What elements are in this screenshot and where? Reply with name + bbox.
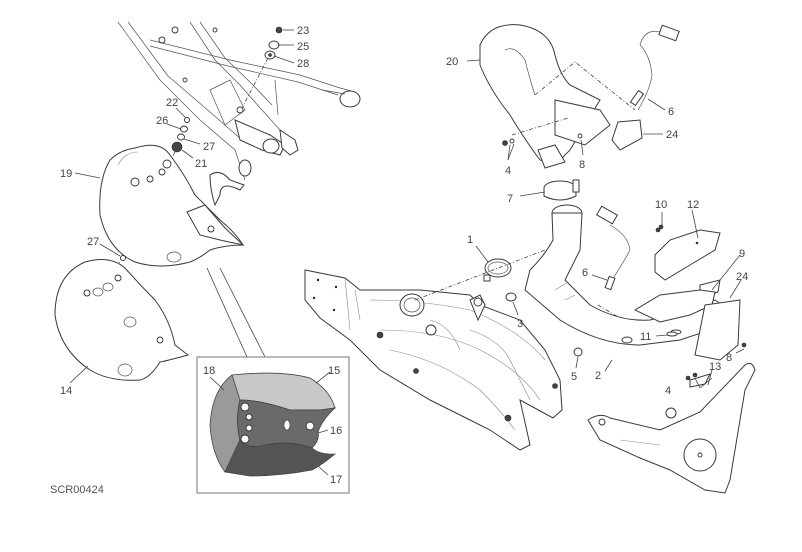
callout-20: 20 bbox=[446, 56, 458, 68]
callout-19: 19 bbox=[60, 168, 72, 180]
callout-27-upper: 27 bbox=[203, 141, 215, 153]
leader-lines bbox=[69, 29, 745, 476]
callout-6-lower: 6 bbox=[582, 267, 588, 279]
callout-12: 12 bbox=[687, 199, 699, 211]
gasket-24-upper bbox=[611, 119, 643, 151]
callout-4-lower: 4 bbox=[665, 385, 671, 397]
callout-8-upper: 8 bbox=[579, 159, 585, 171]
callout-1: 1 bbox=[467, 234, 473, 246]
muffler bbox=[304, 269, 563, 451]
callout-3: 3 bbox=[517, 318, 523, 330]
rubber-grommet-5 bbox=[573, 347, 583, 357]
callout-5: 5 bbox=[571, 371, 577, 383]
callout-2: 2 bbox=[595, 370, 601, 382]
callout-6-upper: 6 bbox=[668, 106, 674, 118]
clamp-1 bbox=[414, 249, 546, 301]
rubber-grommet-3 bbox=[505, 292, 517, 302]
lambda-sensor-upper bbox=[629, 24, 680, 111]
heat-guard-9 bbox=[633, 289, 716, 323]
callout-13: 13 bbox=[709, 361, 721, 373]
heat-guard-12 bbox=[654, 227, 721, 281]
callouts: 23 25 28 22 26 27 21 19 27 14 18 15 16 1… bbox=[60, 25, 748, 486]
callout-18: 18 bbox=[203, 365, 215, 377]
callout-8-lower: 8 bbox=[726, 352, 732, 364]
callout-28: 28 bbox=[297, 58, 309, 70]
washer-11 bbox=[666, 331, 678, 337]
inset-detail bbox=[196, 267, 350, 494]
callout-11: 11 bbox=[640, 331, 651, 343]
callout-25: 25 bbox=[297, 41, 309, 53]
exhaust-pipe-20 bbox=[479, 24, 636, 169]
rear-subframe bbox=[117, 21, 361, 181]
callout-23: 23 bbox=[297, 25, 309, 37]
callout-9: 9 bbox=[739, 248, 745, 260]
callout-26: 26 bbox=[156, 115, 168, 127]
callout-4-upper: 4 bbox=[505, 165, 511, 177]
callout-14: 14 bbox=[60, 385, 72, 397]
callout-7: 7 bbox=[507, 193, 513, 205]
bolt-10 bbox=[658, 224, 664, 230]
callout-21: 21 bbox=[195, 158, 207, 170]
bolt-4-upper bbox=[502, 140, 508, 146]
callout-17: 17 bbox=[330, 474, 342, 486]
heat-shield-upper bbox=[99, 144, 245, 267]
rear-bracket bbox=[587, 362, 756, 494]
callout-15: 15 bbox=[328, 365, 340, 377]
callout-22: 22 bbox=[166, 97, 178, 109]
clamp-7 bbox=[543, 179, 580, 201]
header-pipe-2 bbox=[524, 204, 731, 346]
inset-part-17 bbox=[224, 439, 337, 477]
heat-shield-lower bbox=[54, 255, 190, 381]
callout-24-lower: 24 bbox=[736, 271, 748, 283]
callout-27-lower: 27 bbox=[87, 236, 99, 248]
callout-10: 10 bbox=[655, 199, 667, 211]
callout-16: 16 bbox=[330, 425, 342, 437]
callout-24-upper: 24 bbox=[666, 129, 678, 141]
drawing-code: SCR00424 bbox=[50, 484, 104, 496]
bolt-8-upper bbox=[577, 133, 583, 139]
fastener-stack-upper bbox=[241, 26, 283, 109]
